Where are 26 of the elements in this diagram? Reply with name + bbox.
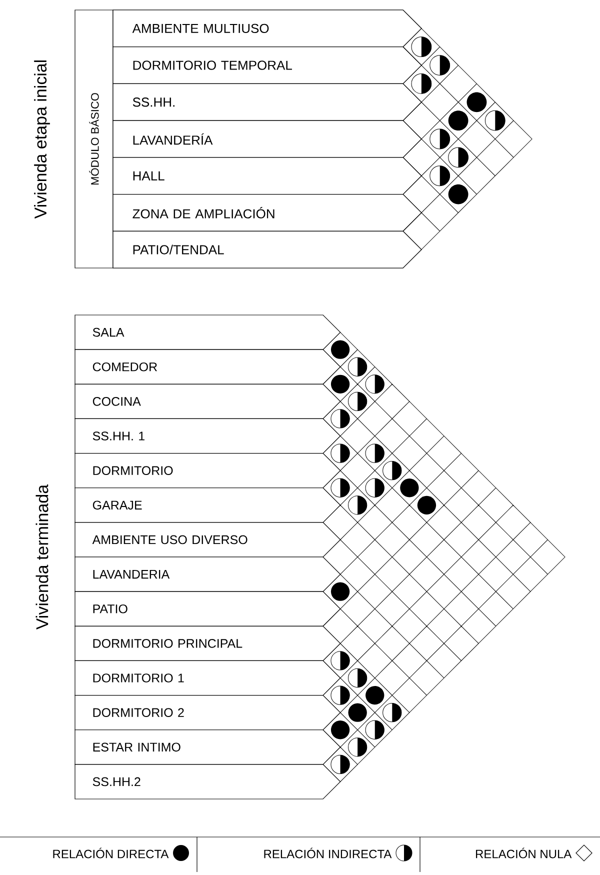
room-row: HALL	[112, 157, 422, 195]
room-row: COMEDOR	[74, 349, 341, 384]
room-row: PATIO/TENDAL	[112, 230, 422, 268]
room-row: AMBIENTE USO DIVERSO	[74, 522, 341, 558]
room-row: DORMITORIO 1	[74, 660, 341, 696]
room-row: DORMITORIO TEMPORAL	[112, 46, 422, 84]
room-row: LAVANDERIA	[74, 556, 341, 592]
room-row: DORMITORIO PRINCIPAL	[74, 626, 341, 662]
room-row: DORMITORIO 2	[74, 695, 341, 730]
room-row: SALA	[74, 314, 341, 350]
room-row: ESTAR INTIMO	[74, 730, 341, 765]
room-row: SS.HH.	[112, 83, 422, 121]
room-row: COCINA	[74, 384, 341, 420]
room-row: ZONA DE AMPLIACIÓN	[112, 194, 422, 232]
legend-label: RELACIÓN NULA	[476, 848, 572, 858]
room-row: LAVANDERÍA	[112, 120, 422, 158]
room-row: AMBIENTE MULTIUSO	[112, 10, 422, 48]
room-row: PATIO	[74, 591, 341, 626]
room-row: GARAJE	[74, 488, 341, 523]
side-label: Vivienda etapa inicial	[34, 60, 50, 219]
legend-label: RELACIÓN INDIRECTA	[264, 848, 392, 858]
side-label: Vivienda terminada	[36, 484, 48, 630]
room-row: SS.HH.2	[74, 764, 341, 800]
room-row: SS.HH. 1	[74, 418, 341, 454]
room-row: DORMITORIO	[74, 453, 341, 488]
legend-label: RELACIÓN DIRECTA	[53, 848, 169, 858]
